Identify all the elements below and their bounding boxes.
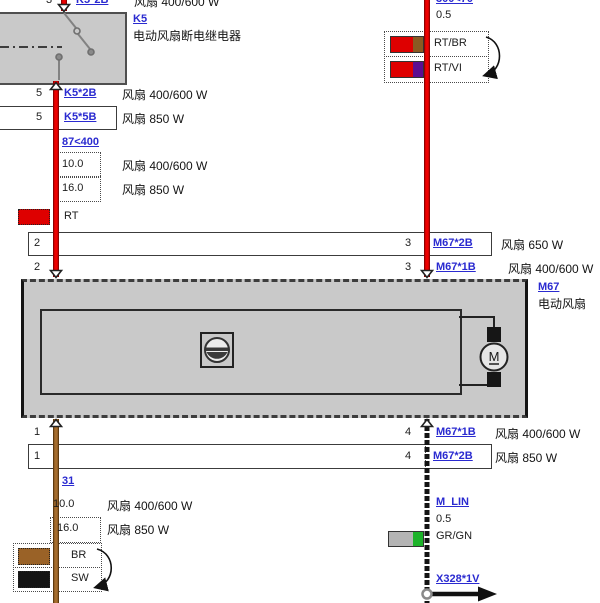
sw-color-label: SW [71,572,89,584]
m67-1b-top-desc: 风扇 400/600 W [508,262,594,276]
rt-vi-label: RT/VI [434,62,462,74]
bottom-row1-right-pin: 4 [405,426,412,438]
bottom-left-color-divider [13,567,100,568]
fan-shroud-box [40,309,462,395]
bl-gauge-10-value: 10.0 [53,498,75,510]
rt-br-label: RT/BR [434,37,467,49]
k5-top-desc: 风扇 400/600 W [134,0,220,9]
top-row2-right-pin: 3 [405,261,412,273]
top-right-color-divider [384,56,487,57]
m67-2b-bottom-desc: 风扇 850 W [495,451,558,465]
m-lin-link[interactable]: M_LIN [436,496,469,508]
terminal-87-link[interactable]: 87<400 [62,136,100,148]
k5-2b-desc: 风扇 400/600 W [122,88,208,102]
gauge-16-value: 16.0 [62,182,84,194]
top-right-gauge: 0.5 [436,9,452,21]
k5-5b-desc: 风扇 850 W [122,112,185,126]
k5-relay-box [0,12,127,85]
sw-swatch [18,571,50,588]
m67-1b-bottom-desc: 风扇 400/600 W [495,427,581,441]
rt-br-swatch [390,36,424,53]
connector-bottom-row-divider [425,444,426,467]
x328-arrow [421,586,497,602]
bl-gauge-16-desc: 风扇 850 W [107,523,170,537]
k5-5b-row-box [0,106,117,130]
m67-1b-bottom-link[interactable]: M67*1B [436,426,476,438]
terminal-300-link[interactable]: 300<70 [436,0,473,5]
bl-gauge-10-desc: 风扇 400/600 W [107,499,193,513]
k5-pin5-a: 5 [36,87,43,99]
bottom-row2-left-pin: 1 [34,450,41,462]
bottom-row1-left-pin: 1 [34,426,41,438]
top-row1-right-pin: 3 [405,237,412,249]
bottom-row2-right-pin: 4 [405,450,412,462]
k5-top-pin: 3 [46,0,53,6]
k5-2b-top-link[interactable]: K5*2B [76,0,109,6]
rt-color-label: RT [64,210,79,222]
k5-link[interactable]: K5 [133,13,148,25]
bl-gauge-16-value: 16.0 [57,522,79,534]
k5-name: 电动风扇断电继电器 [133,29,242,43]
m67-2b-bottom-link[interactable]: M67*2B [433,450,473,462]
connector-top-row-divider [425,232,426,254]
k5-pin5-b: 5 [36,111,43,123]
gauge-16-desc: 风扇 850 W [122,183,185,197]
x328-link[interactable]: X328*1V [436,573,480,585]
gauge-10-value: 10.0 [62,158,84,170]
gauge-10-desc: 风扇 400/600 W [122,159,208,173]
m67-2b-top-link[interactable]: M67*2B [433,237,473,249]
top-row1-left-pin: 2 [34,237,41,249]
m67-name: 电动风扇 [538,297,587,311]
rt-vi-swatch [390,61,424,78]
gauge-box-16-bottom [50,517,101,543]
br-swatch [18,548,50,565]
gr-gn-swatch [388,531,424,547]
m67-2b-top-desc: 风扇 650 W [501,238,564,252]
m67-1b-top-link[interactable]: M67*1B [436,261,476,273]
connector-top-row-box [28,232,492,256]
gr-gn-label: GR/GN [436,530,473,542]
top-row2-left-pin: 2 [34,261,41,273]
br-gauge: 0.5 [436,513,452,525]
rt-color-swatch [18,209,50,225]
k5-2b-link[interactable]: K5*2B [64,87,97,99]
k5-5b-link[interactable]: K5*5B [64,111,97,123]
connector-bottom-row-box [28,444,492,469]
br-color-label: BR [71,549,87,561]
m67-link[interactable]: M67 [538,281,560,293]
ground-31-link[interactable]: 31 [62,475,75,487]
